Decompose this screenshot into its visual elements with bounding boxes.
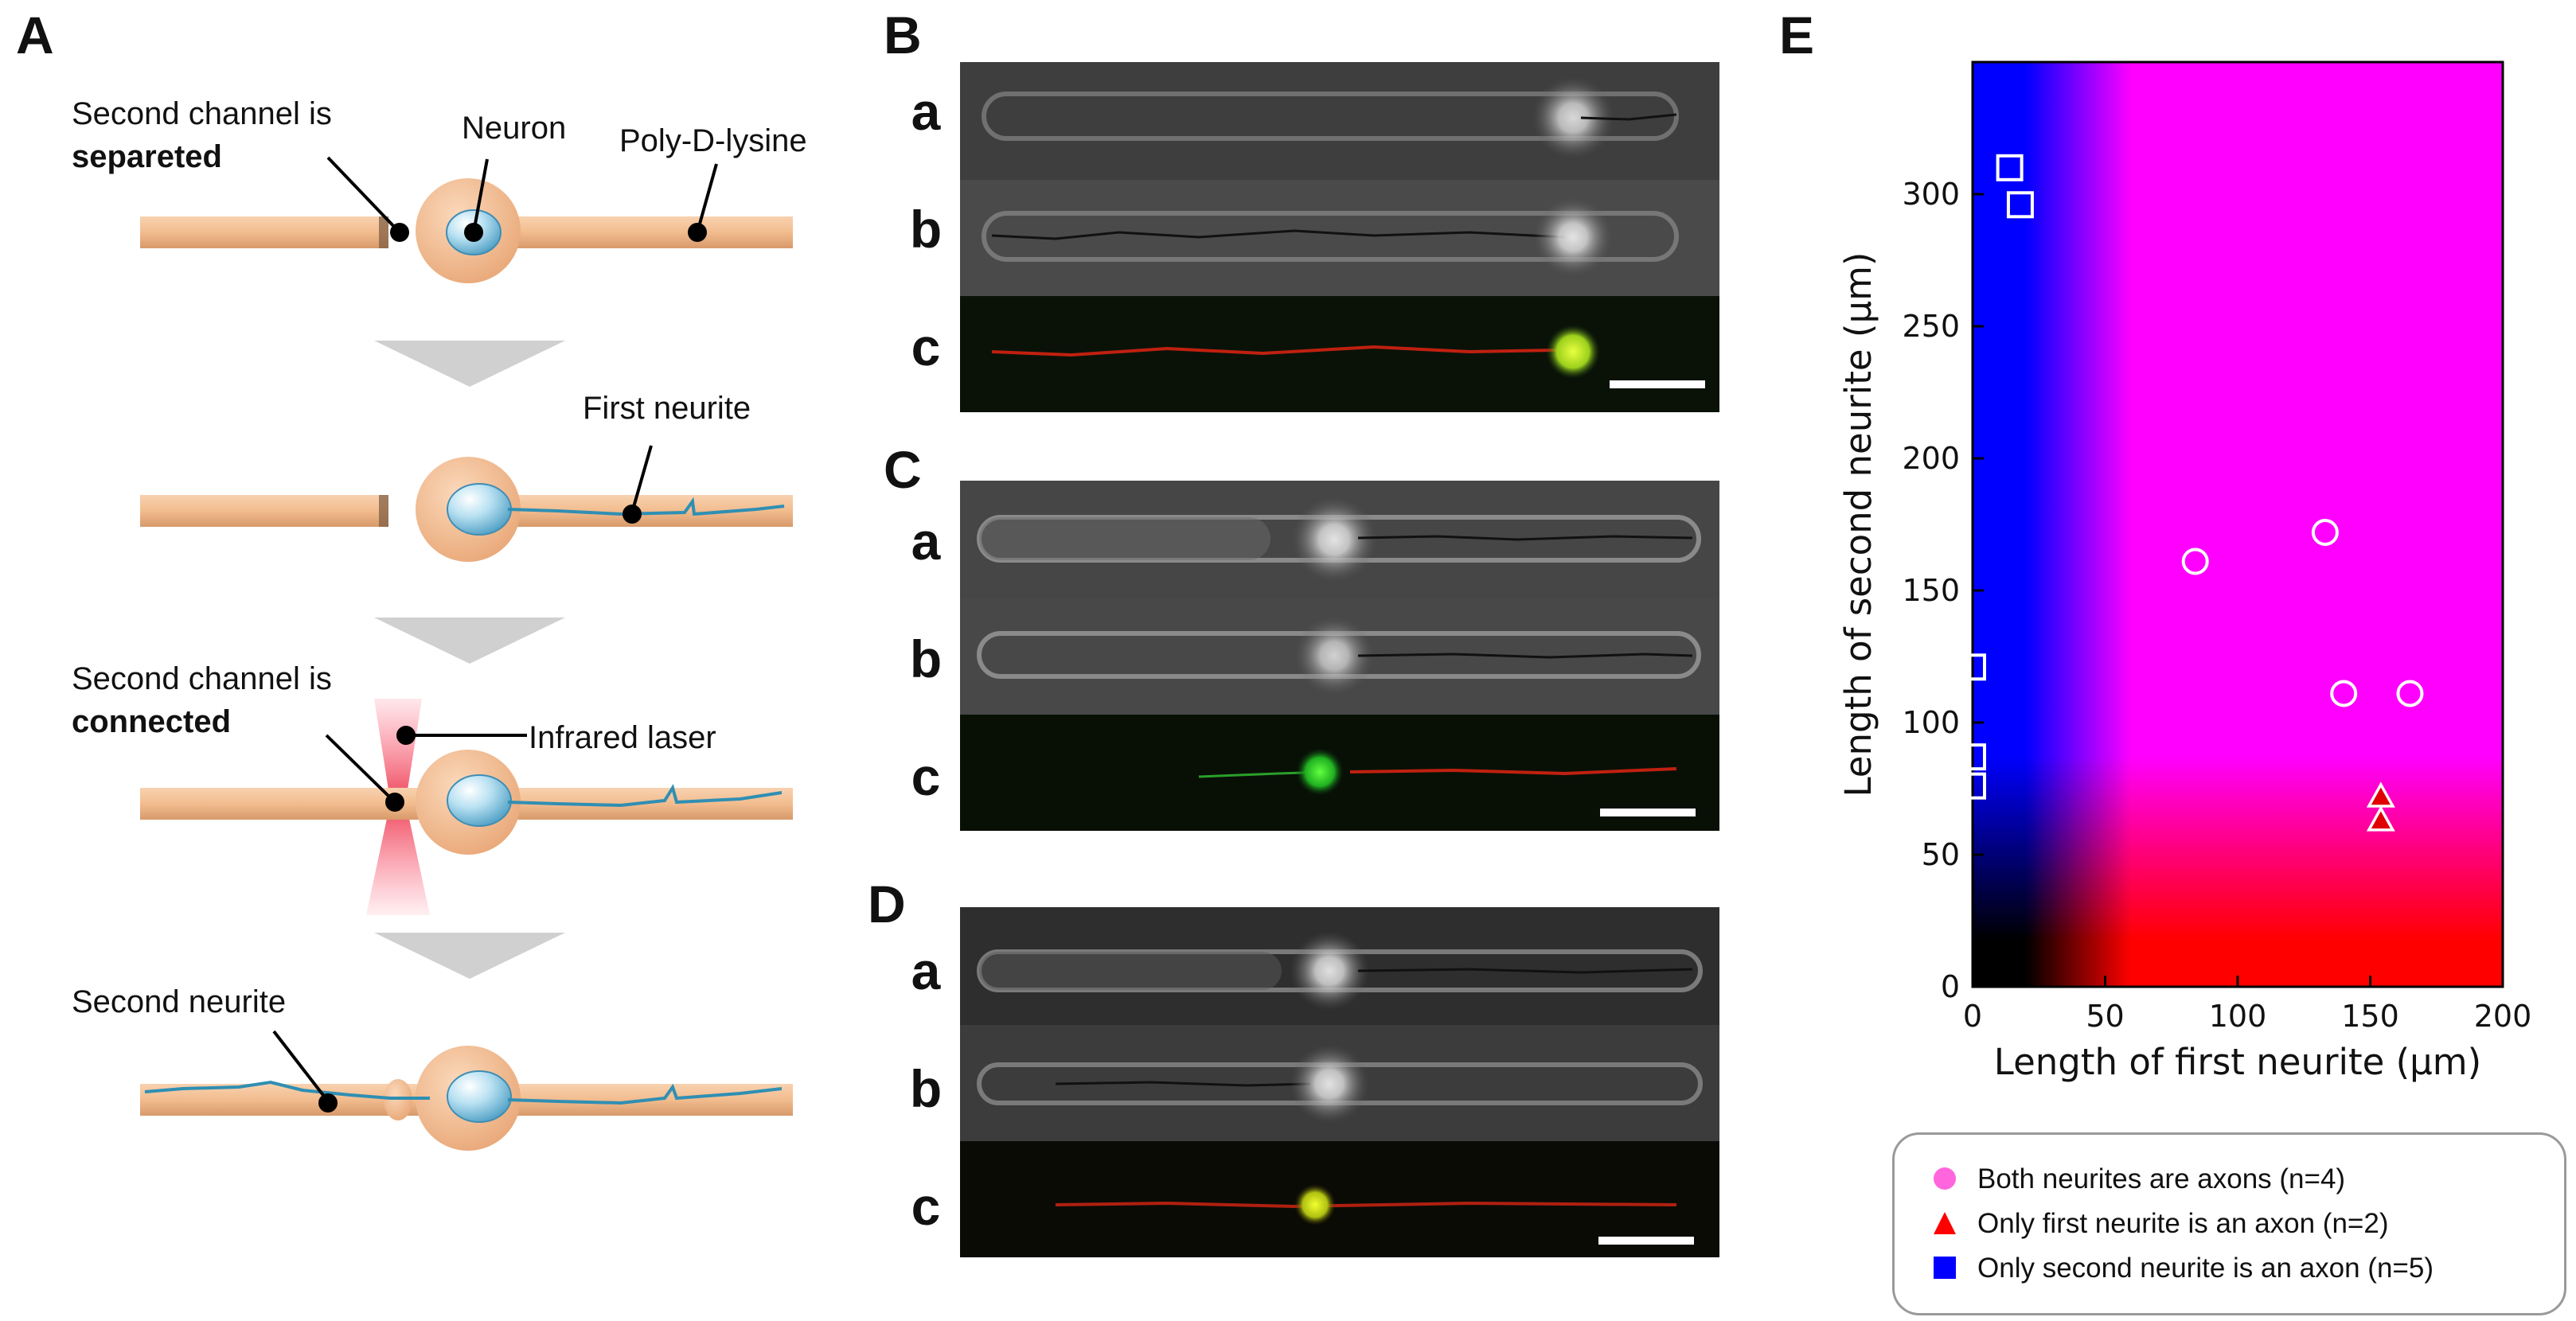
data-point-circle (2311, 518, 2339, 546)
x-tick-label: 200 (2474, 999, 2532, 1034)
step1-label-prefix: Second channel is (72, 96, 332, 131)
legend-label-first: Only first neurite is an axon (n=2) (1977, 1208, 2389, 1239)
micrograph-panel-c (960, 481, 1719, 831)
data-point-triangle (2366, 805, 2395, 832)
x-tick-label: 50 (2086, 999, 2124, 1034)
chart-legend: Both neurites are axons (n=4) Only first… (1892, 1132, 2566, 1315)
arrow-down-3 (374, 933, 565, 979)
panel-label-d: D (868, 875, 906, 933)
row-label-c-b: b (909, 629, 943, 688)
y-tick-label: 300 (1902, 177, 1960, 212)
row-label-b-c: c (911, 318, 941, 376)
step3-label: Second channel is connected (72, 657, 332, 743)
y-tick-label: 250 (1902, 309, 1960, 344)
legend-label-second: Only second neurite is an axon (n=5) (1977, 1253, 2434, 1284)
background-region-top (1973, 62, 2503, 987)
step-1-separated (140, 156, 793, 283)
y-tick-label: 200 (1902, 441, 1960, 476)
x-tick-label: 150 (2341, 999, 2399, 1034)
plot-background (1973, 62, 2503, 987)
micrograph-panel-d (960, 907, 1719, 1257)
row-label-b-a: a (911, 82, 941, 141)
poly-d-lysine-label: Poly-D-lysine (619, 123, 807, 158)
arrow-down-1 (374, 341, 565, 387)
x-tick-label: 100 (2209, 999, 2267, 1034)
data-point-circle (2330, 680, 2358, 707)
step-3-connected (140, 699, 793, 915)
row-label-d-a: a (911, 941, 941, 1000)
data-point-square (2006, 191, 2034, 219)
second-neurite-label: Second neurite (72, 984, 287, 1019)
data-point-square (1959, 772, 1986, 800)
data-point-square (1959, 743, 1986, 771)
micrograph-panel-b (960, 62, 1719, 412)
neuron-label: Neuron (462, 111, 567, 146)
legend-square-marker (1934, 1257, 1956, 1279)
y-tick-label: 100 (1902, 705, 1960, 740)
y-tick-label: 0 (1941, 969, 1960, 1004)
y-axis-label: Length of second neurite (μm) (1837, 252, 1879, 797)
y-tick-label: 150 (1902, 573, 1960, 608)
data-point-square (1959, 653, 1986, 681)
legend-label-both: Both neurites are axons (n=4) (1977, 1163, 2346, 1194)
panel-label-e: E (1779, 6, 1815, 64)
legend-circle-marker (1934, 1167, 1956, 1190)
row-label-c-c: c (911, 747, 941, 806)
step3-label-prefix: Second channel is (72, 661, 332, 696)
x-tick-label: 0 (1963, 999, 1982, 1034)
data-point-circle (2396, 680, 2424, 707)
data-point-square (1996, 154, 2024, 181)
arrow-down-2 (374, 618, 565, 664)
scatter-chart: 0 50 100 150 200 0 50 100 150 200 250 300 Length of… (1837, 60, 2532, 1083)
row-label-d-b: b (909, 1059, 943, 1118)
panel-label-a: A (16, 6, 54, 64)
row-label-c-a: a (911, 512, 941, 571)
step-4-second-neurite (140, 1030, 793, 1151)
step1-label: Second channel is separeted (72, 92, 332, 178)
panel-label-c: C (884, 440, 922, 499)
step1-label-bold: separeted (72, 139, 222, 174)
data-point-circle (2181, 547, 2209, 575)
schematic-diagram (140, 156, 793, 1151)
x-axis-label: Length of first neurite (μm) (1994, 1041, 2481, 1083)
step-2-first-neurite (140, 445, 793, 562)
first-neurite-label: First neurite (583, 391, 751, 426)
step3-label-bold: connected (72, 704, 232, 739)
row-label-b-b: b (909, 200, 943, 259)
panel-label-b: B (884, 6, 922, 64)
legend-triangle-marker (1934, 1212, 1956, 1234)
infrared-laser-label: Infrared laser (529, 720, 716, 755)
y-tick-label: 50 (1922, 837, 1960, 872)
row-label-d-c: c (911, 1177, 941, 1236)
